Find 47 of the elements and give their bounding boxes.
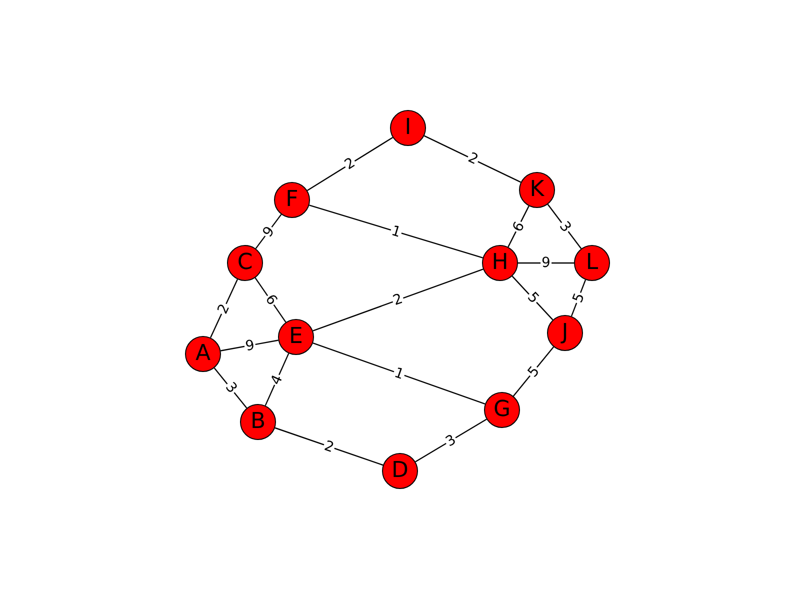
node-label: K <box>530 179 544 201</box>
edge-line <box>518 262 574 264</box>
edge-line <box>508 206 530 248</box>
graph-node-circle <box>274 182 310 218</box>
node-label: I <box>404 117 412 139</box>
graph-node-circle <box>185 336 221 372</box>
edge-line <box>512 276 554 320</box>
graph-node-circle <box>547 315 583 351</box>
node-label: H <box>492 252 508 274</box>
node-label: J <box>562 322 568 344</box>
graph-node-circle <box>390 110 426 146</box>
node-label: E <box>289 326 303 348</box>
node-label: F <box>286 189 298 211</box>
edge-line <box>570 280 586 316</box>
graph-node-circle <box>278 319 314 355</box>
graph-node-circle <box>382 453 418 489</box>
graph-node-circle <box>227 245 263 281</box>
graph-node-circle <box>482 245 518 281</box>
node-label: G <box>493 399 511 421</box>
edge-label: 9 <box>242 338 256 354</box>
graph-node-circle <box>574 245 610 281</box>
node-label: L <box>586 252 598 274</box>
graph-node-circle <box>240 404 276 440</box>
edge-line <box>424 135 522 183</box>
edge-line <box>220 340 278 352</box>
edge-label: 1 <box>392 365 406 382</box>
node-label: C <box>237 252 253 274</box>
edge-line <box>309 204 483 258</box>
graph-node-circle <box>519 172 555 208</box>
node-label: B <box>250 411 266 433</box>
edge-line <box>415 418 487 462</box>
edge-line <box>214 368 248 408</box>
edge-label: 9 <box>540 256 552 270</box>
edge-label: 1 <box>388 223 404 240</box>
edge-label: 2 <box>322 438 336 455</box>
edge-line <box>312 268 484 332</box>
edge-line <box>264 353 290 406</box>
graph-node-circle <box>484 392 520 428</box>
node-label: A <box>195 343 211 365</box>
edge-line <box>306 136 394 192</box>
edge-line <box>254 277 286 323</box>
edge-line <box>274 427 384 466</box>
edge-line <box>210 279 238 338</box>
edge-line <box>312 342 486 405</box>
edge-line <box>512 346 554 396</box>
edge-line <box>547 204 582 249</box>
node-label: D <box>392 460 408 482</box>
